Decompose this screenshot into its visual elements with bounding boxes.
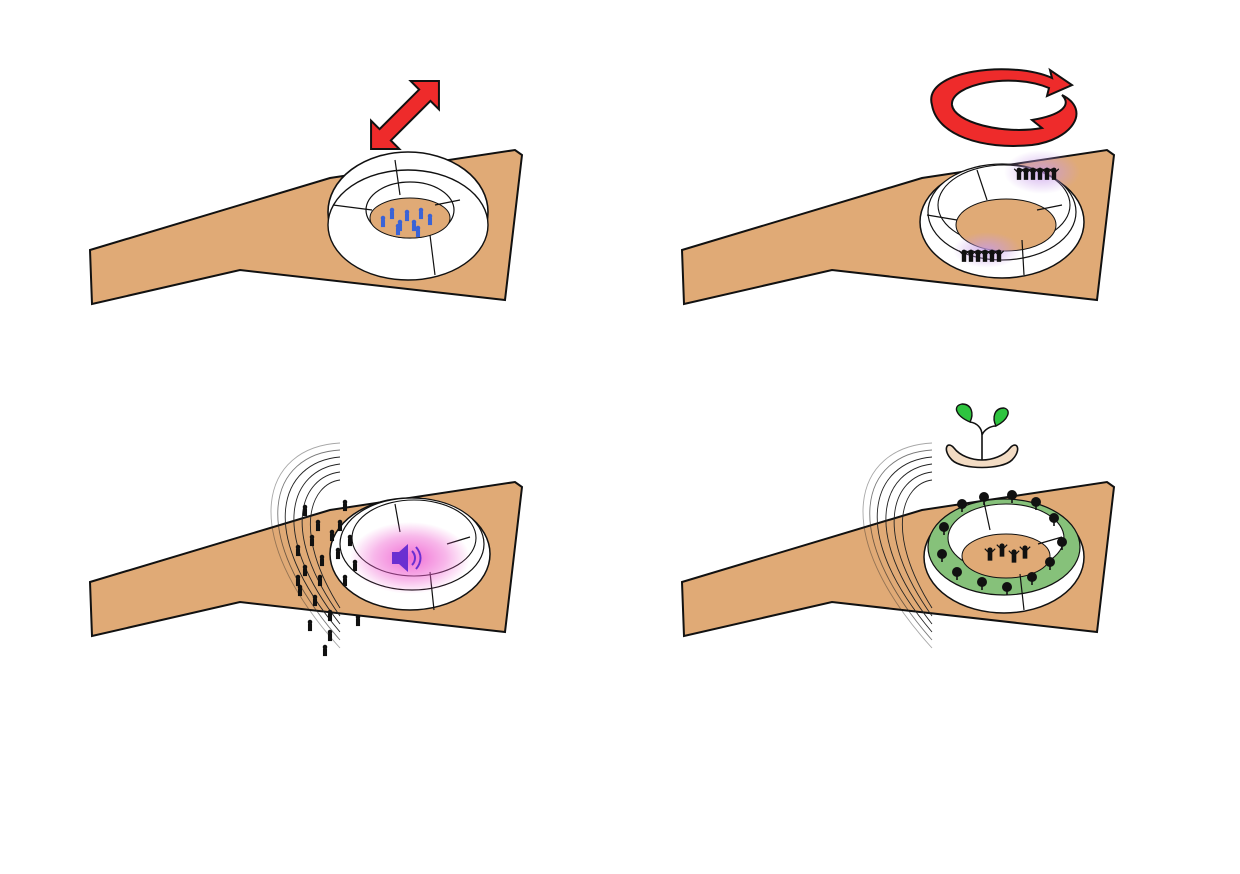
person-figure (343, 500, 347, 510)
panel-flexible (0, 0, 620, 340)
person-figure (298, 585, 302, 595)
person-figure (416, 226, 420, 236)
panel-sound (0, 332, 620, 672)
person-figure (313, 595, 317, 605)
person-figure (338, 520, 342, 530)
person-figure (343, 575, 347, 585)
person-figure (390, 208, 394, 218)
person-figure (320, 555, 324, 565)
person-figure (308, 620, 312, 630)
person-figure (323, 645, 327, 655)
person-figure (330, 530, 334, 540)
person-figure (356, 615, 360, 625)
person-figure (303, 505, 307, 515)
person-figure (381, 216, 385, 226)
person-figure (328, 610, 332, 620)
person-figure (296, 575, 300, 585)
person-figure (405, 210, 409, 220)
panel-rotation (592, 0, 1212, 340)
sprout-in-hands-icon (946, 404, 1017, 468)
person-figure (348, 535, 352, 545)
rotate-arrows-icon (931, 55, 1076, 146)
person-figure (396, 224, 400, 234)
person-figure (296, 545, 300, 555)
double-arrow-icon (357, 67, 453, 163)
person-figure (412, 220, 416, 230)
panel-nature (592, 332, 1212, 672)
person-figure (419, 208, 423, 218)
person-figure (318, 575, 322, 585)
person-figure (328, 630, 332, 640)
person-figure (353, 560, 357, 570)
person-figure (428, 214, 432, 224)
person-figure (310, 535, 314, 545)
person-figure (316, 520, 320, 530)
person-figure (303, 565, 307, 575)
person-figure (336, 548, 340, 558)
